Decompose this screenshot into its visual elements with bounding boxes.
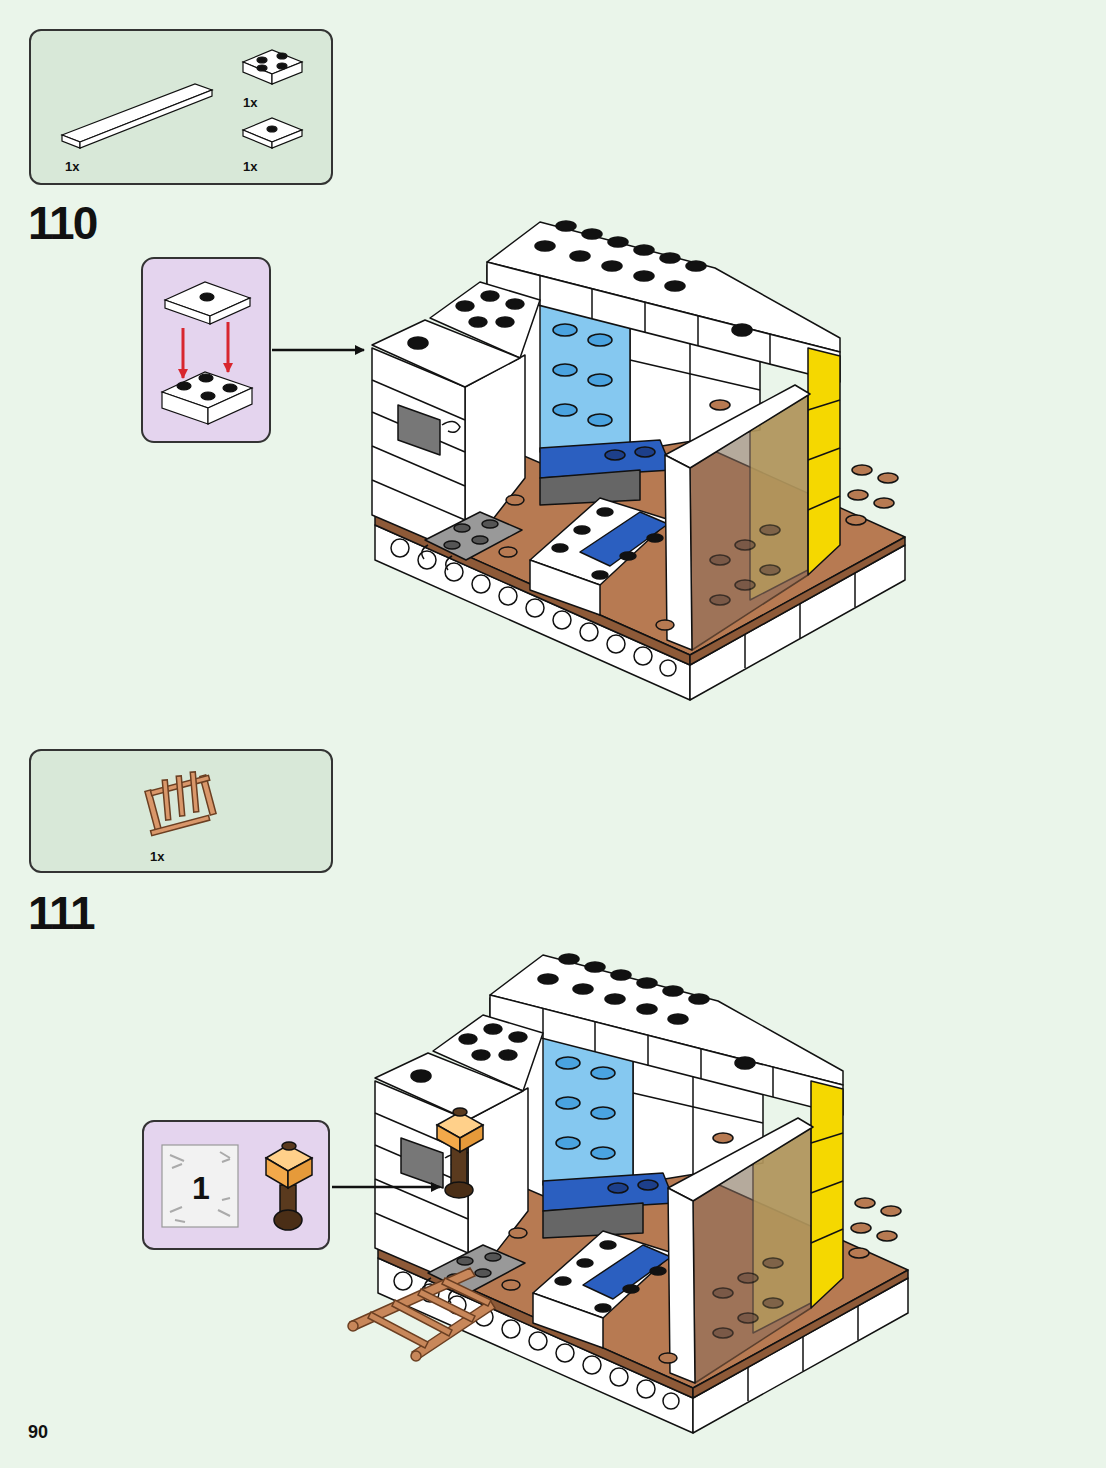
parts-panel: 1x 1x 1x bbox=[29, 29, 333, 185]
part-count: 1x bbox=[65, 159, 79, 174]
parts-panel: 1x bbox=[29, 749, 333, 873]
step-number: 110 bbox=[28, 196, 96, 250]
part-count: 1x bbox=[150, 849, 164, 864]
part-count: 1x bbox=[243, 95, 257, 110]
step-number: 111 bbox=[28, 886, 94, 940]
part-count: 1x bbox=[243, 159, 257, 174]
page-number: 90 bbox=[28, 1422, 48, 1443]
bag-number: 1 bbox=[192, 1170, 210, 1206]
callout-box: 1 bbox=[142, 1120, 330, 1250]
